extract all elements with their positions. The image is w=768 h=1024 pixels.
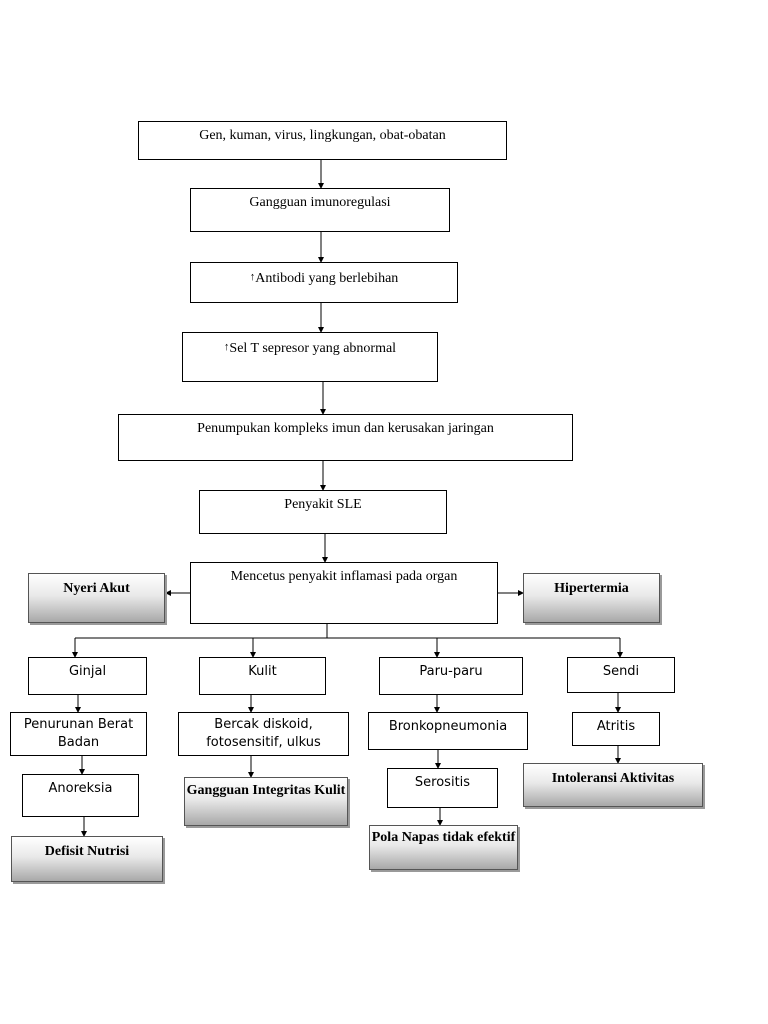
up-arrow-icon: ↑ [223,341,230,353]
diagnosis-pola-napas: Pola Napas tidak efektif [369,825,518,870]
antibody-box: ↑Antibodi yang berlebihan [190,262,458,303]
immunoregulation-box: Gangguan imunoregulasi [190,188,450,232]
organ-ginjal-text: Ginjal [68,664,107,679]
organ-kulit: Kulit [199,657,326,695]
organ-kulit-text: Kulit [248,664,277,679]
diagnosis-intoleransi-aktivitas: Intoleransi Aktivitas [523,763,703,807]
immune-complex-box: Penumpukan kompleks imun dan kerusakan j… [118,414,573,461]
organ-paru-text: Paru-paru [419,664,483,679]
effect-anorexia-text: Anoreksia [48,781,113,796]
antibody-text: Antibodi yang berlebihan [255,271,399,286]
diagnosis-nyeri-akut: Nyeri Akut [28,573,165,623]
diagnosis-pola-napas-text: Pola Napas tidak efektif [371,830,516,845]
organ-sendi: Sendi [567,657,675,693]
immunoregulation-text: Gangguan imunoregulasi [249,195,391,210]
inflammation-box: Mencetus penyakit inflamasi pada organ [190,562,498,624]
effect-bronchopneumonia-text: Bronkopneumonia [388,719,508,734]
etiology-text: Gen, kuman, virus, lingkungan, obat-obat… [199,128,446,143]
effect-arthritis: Atritis [572,712,660,746]
diagnosis-hipertermia-text: Hipertermia [554,581,629,596]
branch-stem [326,624,340,639]
tcell-text: Sel T sepresor yang abnormal [229,341,397,356]
effect-weight-loss-text: Penurunan Berat Badan [23,717,134,750]
diagnosis-defisit-nutrisi-text: Defisit Nutrisi [44,844,130,859]
inflammation-text: Mencetus penyakit inflamasi pada organ [230,569,458,584]
up-arrow-icon: ↑ [249,271,256,283]
effect-serositis-text: Serositis [414,775,471,790]
effect-weight-loss: Penurunan Berat Badan [10,712,147,756]
immune-complex-text: Penumpukan kompleks imun dan kerusakan j… [197,421,494,436]
diagnosis-nyeri-akut-text: Nyeri Akut [63,581,130,596]
organ-ginjal: Ginjal [28,657,147,695]
effect-anorexia: Anoreksia [22,774,139,817]
organ-paru: Paru-paru [379,657,523,695]
diagnosis-integritas-kulit-text: Gangguan Integritas Kulit [186,783,346,798]
effect-skin-lesion: Bercak diskoid, fotosensitif, ulkus [178,712,349,756]
diagnosis-intoleransi-aktivitas-text: Intoleransi Aktivitas [551,771,675,786]
disease-text: Penyakit SLE [284,497,362,512]
diagnosis-defisit-nutrisi: Defisit Nutrisi [11,836,163,882]
effect-skin-lesion-text: Bercak diskoid, fotosensitif, ulkus [206,717,321,750]
effect-arthritis-text: Atritis [596,719,636,734]
diagnosis-hipertermia: Hipertermia [523,573,660,623]
effect-serositis: Serositis [387,768,498,808]
diagnosis-integritas-kulit: Gangguan Integritas Kulit [184,777,348,826]
etiology-box: Gen, kuman, virus, lingkungan, obat-obat… [138,121,507,160]
organ-sendi-text: Sendi [602,664,640,679]
tcell-box: ↑Sel T sepresor yang abnormal [182,332,438,382]
disease-box: Penyakit SLE [199,490,447,534]
effect-bronchopneumonia: Bronkopneumonia [368,712,528,750]
